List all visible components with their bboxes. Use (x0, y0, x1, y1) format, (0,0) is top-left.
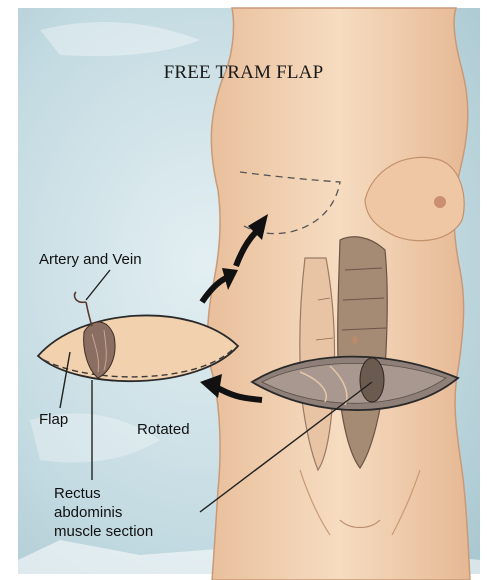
label-rectus-line1: Rectus (54, 484, 153, 503)
label-rectus: Rectus abdominis muscle section (54, 484, 153, 541)
label-rotated: Rotated (137, 420, 190, 439)
label-flap: Flap (39, 410, 68, 429)
label-artery-vein: Artery and Vein (39, 250, 142, 269)
nipple (434, 196, 446, 208)
label-rectus-line2: abdominis (54, 503, 153, 522)
diagram-title: FREE TRAM FLAP (0, 62, 487, 84)
label-rectus-line3: muscle section (54, 522, 153, 541)
